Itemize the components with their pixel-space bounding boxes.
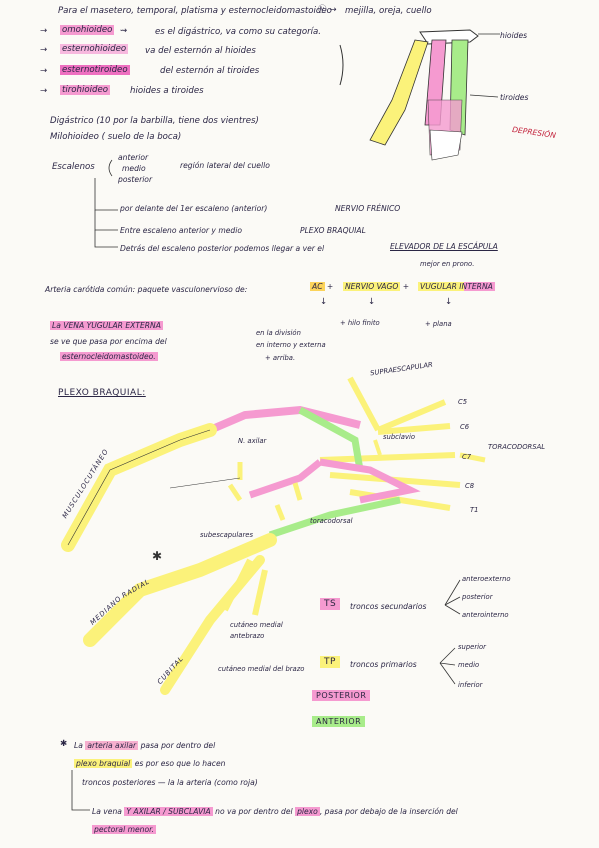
division-1: en la división (256, 329, 301, 337)
t1-label: T1 (470, 506, 479, 514)
down-arrow-icon: ↓ (445, 297, 453, 307)
tiroides-label: tiroides (500, 93, 529, 102)
escaleno-posterior: posterior (118, 175, 153, 184)
tp-desc: troncos primarios (350, 660, 417, 669)
esternohioideo-desc: va del esternón al hioides (145, 46, 256, 56)
foot-4e: , pasa por debajo de la inserción del (319, 807, 458, 816)
ts-item-1: anteroexterno (462, 575, 511, 583)
arrow-icon: → (40, 66, 48, 76)
escalenos-line-3-end: ELEVADOR DE LA ESCÁPULA (390, 242, 498, 251)
foot-5: pectoral menor. (92, 825, 156, 834)
ts-item-2: posterior (462, 593, 493, 601)
milohioideo-note: Milohioideo ( suelo de la boca) (50, 132, 182, 142)
toracodorsal-label: toracodorsal (310, 517, 353, 525)
foot-2b: es por eso que lo hacen (134, 759, 226, 768)
cutaneo-medial-antebrazo: cutáneo medial antebrazo (230, 621, 283, 640)
esternotiroideo-term: esternotiroideo (60, 65, 130, 75)
foot-1b: arteria axilar (85, 741, 139, 750)
foot-4a: La vena (92, 807, 122, 816)
plexo-title: PLEXO BRAQUIAL: (58, 388, 146, 398)
escalenos-note: Escalenos (52, 162, 95, 172)
foot-1a: La (74, 741, 83, 750)
vena-ext-1: La VENA YUGULAR EXTERNA (50, 321, 163, 330)
escalenos-line-1-end: NERVIO FRÉNICO (335, 204, 401, 213)
hioides-label: hioides (500, 31, 528, 40)
ac-term: AC (310, 282, 325, 291)
foot-4d: plexo (295, 807, 320, 816)
arrow-icon: → (40, 26, 48, 36)
foot-4b: Y AXILAR / SUBCLAVIA (124, 807, 213, 816)
arrow-icon: → (40, 86, 48, 96)
foot-4c: no va por dentro del (215, 807, 293, 816)
arteria-note: Arteria carótida común: paquete vasculon… (45, 285, 248, 294)
omohioideo-desc: es el digástrico, va como su categoría. (155, 27, 322, 37)
tirohioideo-term: tirohioideo (60, 85, 111, 95)
c6-label: C6 (460, 423, 470, 431)
omohioideo-term: omohioideo (60, 25, 115, 35)
division-2: en interno y externa (256, 341, 326, 349)
digastrico-note: Digástrico (10 por la barbilla, tiene do… (50, 116, 259, 126)
ts-item-3: anterointerno (462, 611, 509, 619)
esternotiroideo-desc: del esternón al tiroides (160, 66, 260, 76)
tp-item-1: superior (458, 643, 486, 651)
arrow-icon: → (40, 45, 48, 55)
brachial-plexus-diagram: ✱ (61, 376, 486, 695)
escaleno-anterior: anterior (118, 153, 149, 162)
tirohioideo-desc: hioides a tiroides (130, 86, 204, 96)
posterior-legend: POSTERIOR (312, 690, 371, 701)
ts-desc: troncos secundarios (350, 602, 427, 611)
escalenos-line-3-sub: mejor en prono. (420, 260, 475, 268)
down-arrow-icon: ↓ (368, 297, 376, 307)
escalenos-region: región lateral del cuello (180, 161, 270, 170)
tp-item-3: inferior (458, 681, 483, 689)
subclavio-label: subclavio (383, 433, 416, 441)
down-arrow-icon: ↓ (320, 297, 328, 307)
escalenos-line-3: Detrás del escaleno posterior podemos ll… (120, 244, 325, 253)
escalenos-line-2-end: PLEXO BRAQUIAL (300, 226, 366, 235)
nervio-vago-term: NERVIO VAGO (343, 282, 401, 291)
note-line-1: Para el masetero, temporal, platisma y e… (58, 6, 332, 16)
vena-ext-2: se ve que pasa por encima del (50, 337, 167, 346)
plana: + plana (425, 320, 452, 328)
division-3: + arriba. (265, 354, 296, 362)
esternohioideo-term: esternohioideo (60, 44, 129, 54)
squiggle-arrow-icon: ⇝ (120, 26, 128, 36)
c5-label: C5 (458, 398, 468, 406)
asterisk-icon: ✱ (60, 739, 68, 749)
neck-muscles-diagram (369, 29, 500, 161)
check-icon: ⓥ → (318, 5, 337, 15)
vena-ext-3: esternocleidomastoideo. (60, 352, 158, 361)
foot-3: troncos posteriores — la la arteria (com… (82, 778, 258, 787)
tp-item-2: medio (458, 661, 480, 669)
tp-badge: TP (320, 656, 340, 668)
svg-text:✱: ✱ (152, 549, 162, 563)
foot-1c: pasa por dentro del (140, 741, 216, 750)
toracodorsal-top-label: TORACODORSAL (488, 443, 546, 451)
escalenos-line-2: Entre escaleno anterior y medio (120, 226, 242, 235)
n-axilar-label: N. axilar (238, 437, 267, 445)
note-line-1-end: mejilla, oreja, cuello (345, 6, 432, 16)
subescapulares-label: subescapulares (200, 531, 253, 539)
escaleno-medio: medio (122, 164, 146, 173)
foot-2a: plexo braquial (74, 759, 133, 768)
cutaneo-medial-brazo: cutáneo medial del brazo (218, 665, 305, 673)
c8-label: C8 (465, 482, 475, 490)
hilito: + hilo finito (340, 319, 380, 327)
escalenos-line-1: por delante del 1er escaleno (anterior) (120, 204, 268, 213)
c7-label: C7 (462, 453, 472, 461)
anterior-legend: ANTERIOR (312, 716, 366, 727)
vyi-term: VUGULAR INTERNA (418, 282, 495, 291)
ts-badge: TS (320, 598, 341, 610)
